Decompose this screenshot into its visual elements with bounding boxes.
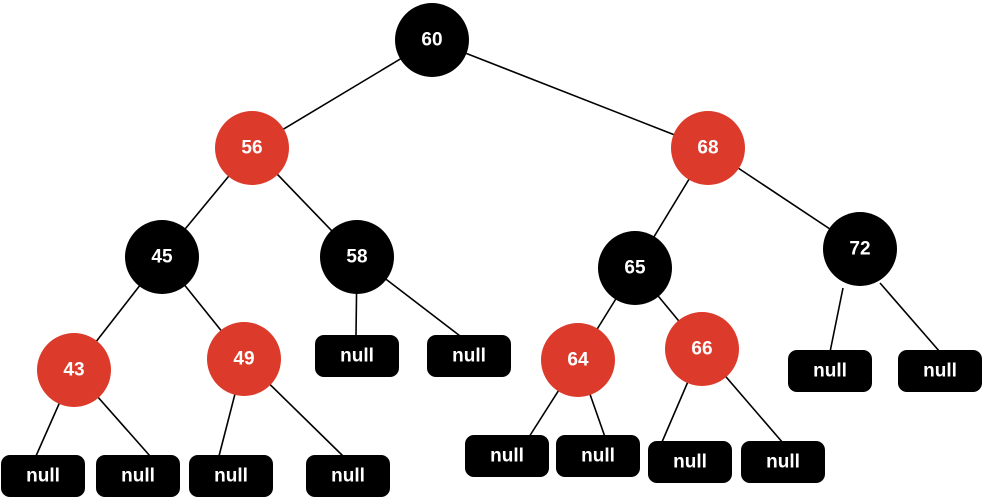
edge-n72-to-null-72-right (879, 282, 941, 353)
null-leaf: null (306, 455, 390, 497)
tree-node-65: 65 (598, 231, 672, 305)
node-label: 65 (624, 258, 646, 279)
null-leaf-label: null (26, 466, 60, 487)
null-leaf: null (556, 435, 640, 477)
null-leaf: null (96, 455, 180, 497)
null-leaf: null (1, 455, 85, 497)
null-leaf-box (648, 441, 732, 483)
tree-nodes: 60 56 68 45 58 65 72 43 49 64 66 (37, 3, 897, 407)
null-leaf: null (315, 335, 399, 377)
null-leaf-box (465, 435, 549, 477)
null-leaves: null null null null null null null null null null… (1, 335, 982, 497)
node-label: 64 (567, 350, 589, 371)
red-node-circle (541, 323, 615, 397)
red-node-circle (665, 312, 739, 386)
node-label: 49 (233, 349, 254, 370)
node-label: 72 (849, 239, 870, 260)
tree-node-72: 72 (823, 212, 897, 286)
null-leaf-label: null (340, 346, 374, 367)
edge-n60-to-n68 (431, 39, 709, 149)
node-label: 68 (697, 138, 718, 159)
null-leaf: null (189, 455, 273, 497)
tree-node-49: 49 (207, 322, 281, 396)
tree-node-45: 45 (125, 220, 199, 294)
black-node-circle (395, 3, 469, 77)
null-leaf-label: null (214, 466, 248, 487)
null-leaf-box (788, 350, 872, 392)
null-leaf: null (648, 441, 732, 483)
node-label: 60 (421, 30, 442, 51)
black-node-circle (598, 231, 672, 305)
tree-node-66: 66 (665, 312, 739, 386)
null-leaf-label: null (490, 446, 524, 467)
null-leaf-box (306, 455, 390, 497)
tree-node-56: 56 (215, 111, 289, 185)
red-node-circle (215, 111, 289, 185)
node-label: 45 (151, 247, 173, 268)
null-leaf-box (427, 335, 511, 377)
null-leaf-box (315, 335, 399, 377)
red-node-circle (671, 111, 745, 185)
null-leaf-label: null (452, 346, 486, 367)
null-leaf: null (465, 435, 549, 477)
null-leaf-box (741, 441, 825, 483)
null-leaf: null (898, 350, 982, 392)
null-leaf-box (1, 455, 85, 497)
null-leaf: null (741, 441, 825, 483)
null-leaf-label: null (331, 466, 365, 487)
null-leaf-box (189, 455, 273, 497)
tree-node-60: 60 (395, 3, 469, 77)
node-label: 58 (346, 247, 367, 268)
tree-node-64: 64 (541, 323, 615, 397)
null-leaf-box (556, 435, 640, 477)
null-leaf-label: null (673, 452, 707, 473)
red-node-circle (37, 333, 111, 407)
black-node-circle (320, 220, 394, 294)
black-node-circle (125, 220, 199, 294)
node-label: 56 (241, 138, 262, 159)
null-leaf-label: null (766, 452, 800, 473)
black-node-circle (823, 212, 897, 286)
null-leaf-label: null (581, 446, 615, 467)
null-leaf: null (427, 335, 511, 377)
null-leaf: null (788, 350, 872, 392)
red-node-circle (207, 322, 281, 396)
node-label: 43 (63, 360, 84, 381)
tree-node-68: 68 (671, 111, 745, 185)
tree-node-43: 43 (37, 333, 111, 407)
node-label: 66 (691, 339, 712, 360)
tree-node-58: 58 (320, 220, 394, 294)
null-leaf-label: null (813, 361, 847, 382)
edge-n72-to-null-72-left (829, 287, 844, 353)
null-leaf-box (898, 350, 982, 392)
null-leaf-box (96, 455, 180, 497)
null-leaf-label: null (923, 361, 957, 382)
null-leaf-label: null (121, 466, 155, 487)
